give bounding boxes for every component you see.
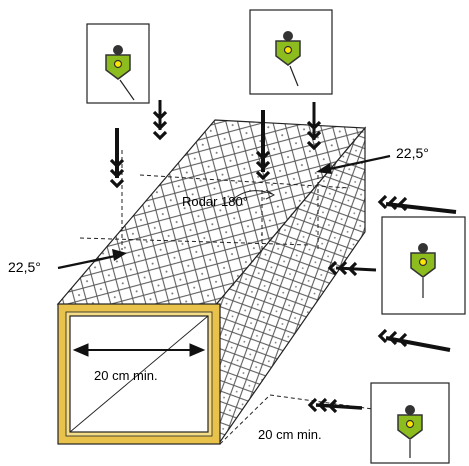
dimension-arrow-icon xyxy=(72,343,206,357)
camera-target-icon-top xyxy=(249,9,333,95)
arrow-left-3 xyxy=(378,328,451,352)
camera-target-icon-right xyxy=(381,216,466,315)
arrow-left-4 xyxy=(308,397,363,414)
rotation-arc xyxy=(231,190,273,201)
angle-pointer-top xyxy=(316,154,391,174)
angle-label-left: 22,5° xyxy=(8,259,41,275)
camera-target-icon-top-left xyxy=(86,23,150,104)
arrow-left-2 xyxy=(328,260,377,277)
width-label-bottom: 20 cm min. xyxy=(258,427,322,442)
arrow-left-1 xyxy=(378,194,457,214)
arrow-down-2 xyxy=(152,100,168,140)
camera-target-icon-bottom-right xyxy=(370,382,450,464)
width-label-front: 20 cm min. xyxy=(94,368,158,383)
rotate-label: Rodar 180° xyxy=(182,194,248,209)
angle-label-top: 22,5° xyxy=(396,145,429,161)
angle-pointer-left xyxy=(57,249,127,270)
arrow-down-4 xyxy=(306,102,322,150)
guide-lines xyxy=(79,150,381,445)
arrow-down-1 xyxy=(109,128,125,188)
arrow-down-3 xyxy=(255,110,271,180)
